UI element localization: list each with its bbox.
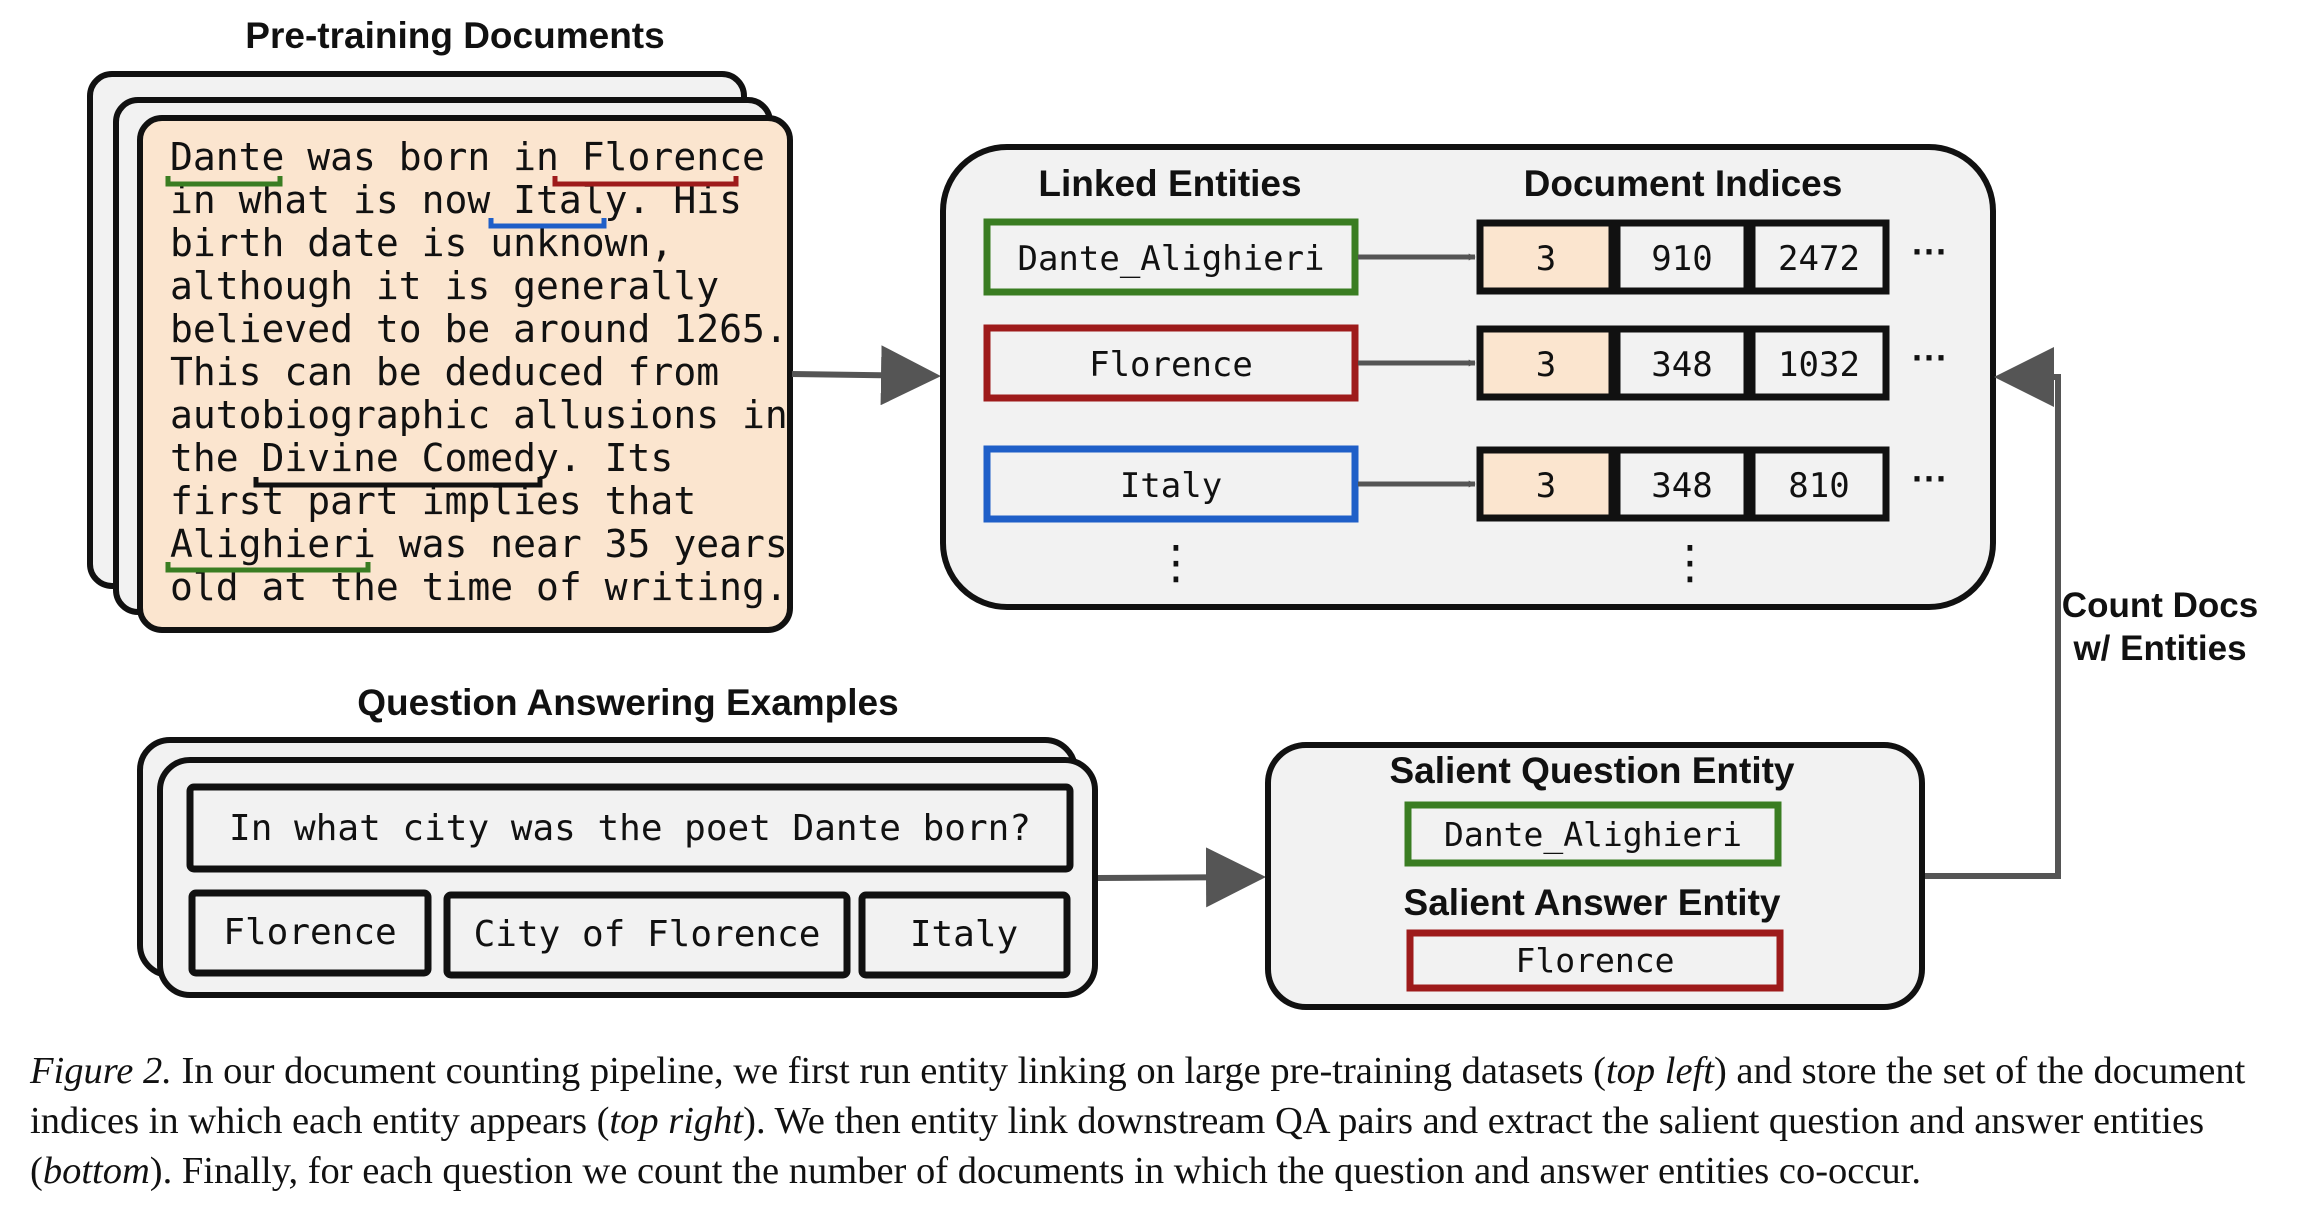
entity-name: Italy [1120,466,1222,506]
index-cell [1748,325,1890,401]
entity-name: Florence [1089,345,1253,385]
arrow-qa-to-salient [1097,847,1266,908]
entity-box [983,445,1359,523]
qa-title: Question Answering Examples [357,682,898,723]
salient-answer-title: Salient Answer Entity [1404,882,1781,923]
salient-question-entity: Dante_Alighieri [1444,815,1742,855]
caption-text: ). Finally, for each question we count t… [149,1150,1922,1192]
index-rows: Dante_Alighieri 3 910 2472 ··· Florence 3 348 10… [983,218,1948,523]
doc-line: This can be deduced from [170,350,719,394]
doc-line: the Divine Comedy. Its [170,436,673,480]
answer-box [858,891,1071,979]
doc-line: Dante was born in Florence [170,135,765,179]
count-docs-label: Count Docs [2062,586,2258,625]
index-value: 810 [1788,466,1849,506]
caption-emphasis: bottom [42,1150,150,1192]
index-value: 2472 [1778,239,1860,279]
doc-line: although it is generally [170,264,719,308]
arrow-salient-to-index [1924,347,2061,879]
entity-underline-florence [552,176,739,187]
answer-text: Italy [910,914,1018,955]
index-cell [1613,446,1751,522]
doc-line: autobiographic allusions in [170,393,788,437]
index-value: 3 [1536,239,1556,279]
vertical-ellipsis: ⋮ [1153,536,1199,588]
caption-label: Figure 2. [30,1050,172,1092]
caption-emphasis: top left [1605,1050,1714,1092]
vertical-ellipsis: ⋮ [1667,536,1713,588]
horizontal-ellipsis: ··· [1912,337,1948,378]
question-box [186,783,1074,873]
entity-name: Dante_Alighieri [1017,239,1324,279]
doc-page-front [137,115,793,633]
entity-underline-dante [165,176,283,187]
caption-text: ) and store the set of the document indi… [30,1050,2246,1142]
document-indices-title: Document Indices [1524,163,1843,204]
horizontal-ellipsis: ··· [1912,231,1948,272]
caption-text: In our document counting pipeline, we fi… [171,1050,1606,1092]
question-text: In what city was the poet Dante born? [229,808,1031,849]
index-cell [1476,325,1616,401]
qa-stack: In what city was the poet Dante born? Fl… [137,737,1098,998]
salient-question-entity-box [1404,801,1782,867]
entity-underline-alighieri [165,562,371,573]
index-cell [1476,219,1616,295]
index-value: 3 [1536,466,1556,506]
caption-emphasis: top right [609,1100,744,1142]
salient-answer-entity-box [1406,929,1784,992]
index-value: 348 [1651,345,1712,385]
index-cell [1613,219,1751,295]
entity-underline-italy [488,218,607,229]
document-stack: Dante was born in Florence in what is no… [87,71,793,633]
entity-box [983,324,1359,402]
doc-line: Alighieri was near 35 years [170,522,788,566]
index-cell [1613,325,1751,401]
answer-text: City of Florence [474,914,821,955]
entity-row: Florence 3 348 1032 ··· [983,324,1948,402]
index-cell [1476,446,1616,522]
index-cell [1748,219,1890,295]
doc-line: believed to be around 1265. [170,307,788,351]
index-value: 348 [1651,466,1712,506]
salient-answer-entity: Florence [1516,941,1675,980]
answer-box [443,891,851,979]
index-value: 910 [1651,239,1712,279]
count-docs-label: w/ Entities [2072,629,2246,668]
pipeline-diagram: Pre-training Documents Dante was born in… [87,15,2258,1010]
index-cell [1748,446,1890,522]
arrow-docs-to-index [791,345,941,406]
figure-caption: Figure 2. In our document counting pipel… [30,1046,2300,1196]
entity-underline-divine-comedy [253,477,543,488]
caption-text: ). We then entity link downstream QA pai… [30,1100,2205,1192]
salient-question-title: Salient Question Entity [1390,750,1795,791]
index-value: 3 [1536,345,1556,385]
pretraining-title: Pre-training Documents [245,15,664,56]
index-value: 1032 [1778,345,1860,385]
linked-entities-title: Linked Entities [1038,163,1301,204]
entity-row: Italy 3 348 810 ··· [983,445,1948,523]
entity-box [983,218,1359,296]
answer-text: Florence [223,912,396,953]
answer-box [188,889,432,977]
entity-row: Dante_Alighieri 3 910 2472 ··· [983,218,1948,296]
horizontal-ellipsis: ··· [1912,458,1948,499]
